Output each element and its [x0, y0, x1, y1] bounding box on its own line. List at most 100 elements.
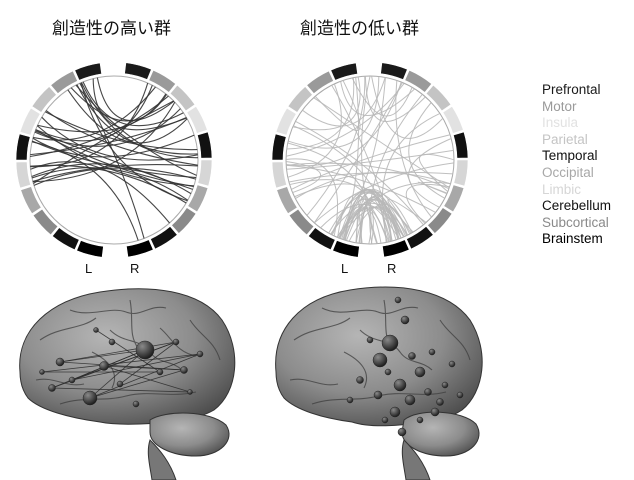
connectogram-high: L R: [15, 62, 213, 276]
connection-chord: [295, 120, 424, 226]
connection-chord: [31, 141, 139, 241]
ring-segment-left-motor: [50, 70, 78, 94]
ring-segment-right-cerebellum: [406, 226, 434, 250]
connection-chord: [286, 77, 355, 150]
brain-node: [441, 381, 449, 389]
ring-segment-left-limbic: [15, 161, 31, 189]
brain-node: [400, 315, 410, 325]
brain-node: [55, 357, 65, 367]
connection-chord: [30, 161, 170, 224]
brain-node: [366, 336, 374, 344]
ring-segment-left-occipital: [276, 186, 298, 215]
region-ring-low: [271, 62, 469, 258]
ring-segment-right-parietal: [425, 84, 452, 112]
brain-node: [389, 406, 401, 418]
brain-node: [372, 352, 388, 368]
brain-connection-line: [59, 341, 177, 363]
panel-title-high-creativity: 創造性の高い群: [52, 19, 171, 39]
connection-chord: [32, 163, 198, 182]
connection-chord: [358, 198, 392, 244]
ring-segment-left-cerebellum: [51, 227, 80, 251]
ring-segment-left-parietal: [287, 86, 313, 113]
legend-item-subcortical: Subcortical: [542, 214, 609, 230]
legend-item-cerebellum: Cerebellum: [542, 198, 612, 214]
ring-segment-left-limbic: [271, 161, 287, 189]
connection-chord: [387, 198, 427, 233]
ring-segment-left-prefrontal: [330, 62, 358, 81]
brain-node: [82, 390, 98, 406]
connection-chord: [358, 195, 378, 244]
cerebellum-low: [401, 411, 480, 457]
brain-node: [108, 338, 116, 346]
ring-segment-right-limbic: [453, 159, 469, 187]
connection-chord: [361, 75, 378, 244]
ring-segment-right-insula: [186, 105, 208, 134]
brain-nodes-high: [39, 327, 204, 408]
brain-node: [393, 378, 407, 392]
connection-chord: [314, 80, 361, 132]
ring-segment-right-temporal: [453, 131, 469, 159]
connection-chord: [79, 82, 145, 239]
ring-segment-left-cerebellum: [307, 227, 336, 251]
connection-chord: [351, 77, 413, 117]
region-ring-high: [15, 62, 213, 258]
ring-segment-right-limbic: [197, 159, 213, 187]
connection-chord: [371, 75, 444, 139]
connection-chord: [41, 116, 198, 161]
connection-chord: [286, 149, 454, 170]
ring-segment-right-brainstem: [382, 239, 410, 258]
panel-title-low-creativity: 創造性の低い群: [300, 19, 419, 39]
connection-chord: [340, 81, 416, 116]
ring-segment-left-subcortical: [288, 208, 315, 236]
ring-segment-right-insula: [442, 105, 464, 134]
connection-chord: [408, 138, 452, 208]
connection-chord: [285, 158, 338, 237]
connection-chord: [44, 111, 198, 151]
legend-item-limbic: Limbic: [542, 181, 582, 197]
connection-chord: [292, 76, 361, 131]
connection-chord: [80, 82, 188, 202]
brain-node: [39, 369, 45, 375]
ring-segment-right-prefrontal: [124, 62, 152, 80]
brain-connection-line: [119, 341, 177, 385]
connection-chord: [45, 110, 198, 166]
connection-chord: [33, 100, 174, 184]
ring-segment-right-subcortical: [427, 207, 453, 234]
ring-segment-left-insula: [275, 107, 297, 136]
connection-chord: [293, 125, 392, 242]
connection-chord: [295, 172, 451, 200]
brainstem-low: [401, 439, 431, 480]
brain-nodes-low: [346, 296, 464, 437]
connections-low: [285, 75, 455, 245]
connection-chord: [331, 189, 388, 243]
brain-node: [180, 366, 188, 374]
brain-node: [156, 368, 164, 376]
ring-segment-left-prefrontal: [74, 62, 102, 81]
brain-node: [424, 388, 432, 396]
connection-chord: [417, 181, 448, 195]
brain-node: [172, 338, 180, 346]
cerebellum-high: [149, 412, 230, 457]
brain-connection-line: [89, 353, 201, 399]
ring-segment-left-parietal: [31, 86, 57, 113]
brain-node: [428, 348, 436, 356]
connection-chord: [291, 134, 451, 190]
brain-connection-line: [71, 353, 201, 381]
ring-segment-left-motor: [306, 70, 334, 94]
connection-chord: [337, 181, 451, 239]
brain-node: [397, 427, 407, 437]
brain-node: [99, 361, 109, 371]
connection-chord: [31, 140, 197, 179]
legend-item-brainstem: Brainstem: [542, 231, 603, 247]
brain-connection-line: [95, 329, 161, 373]
connection-chord: [31, 163, 192, 195]
connection-chord: [338, 206, 399, 240]
brain-node: [404, 394, 416, 406]
connection-chord: [288, 76, 380, 149]
connection-chord: [331, 85, 397, 241]
legend-item-insula: Insula: [542, 115, 579, 131]
connection-chord: [336, 77, 386, 238]
connection-chord: [306, 76, 366, 216]
connection-chord: [32, 101, 176, 183]
brain-node: [48, 384, 56, 392]
